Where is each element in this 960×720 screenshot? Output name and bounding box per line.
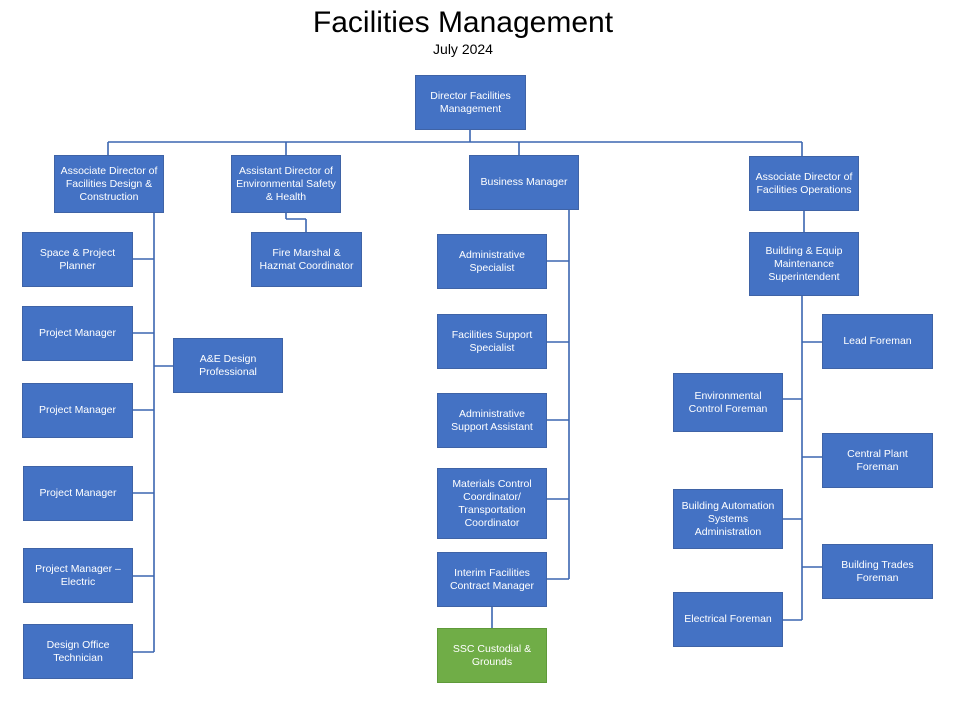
administrative-specialist-box: Administrative Specialist	[437, 234, 547, 289]
building-trades-foreman-box: Building Trades Foreman	[822, 544, 933, 599]
maintenance-superintendent-box: Building & Equip Maintenance Superintend…	[749, 232, 859, 296]
business-manager-box: Business Manager	[469, 155, 579, 210]
assoc-director-ops-box: Associate Director of Facilities Operati…	[749, 156, 859, 211]
building-automation-box: Building Automation Systems Administrati…	[673, 489, 783, 549]
assoc-director-design-box: Associate Director of Facilities Design …	[54, 155, 164, 213]
page-date: July 2024	[433, 41, 493, 57]
design-office-technician-box: Design Office Technician	[23, 624, 133, 679]
page-title: Facilities Management	[312, 6, 614, 39]
interim-contract-manager-box: Interim Facilities Contract Manager	[437, 552, 547, 607]
facilities-support-specialist-box: Facilities Support Specialist	[437, 314, 547, 369]
project-manager-box: Project Manager	[22, 383, 133, 438]
environmental-control-foreman-box: Environmental Control Foreman	[673, 373, 783, 432]
project-manager-box: Project Manager	[23, 466, 133, 521]
fire-marshal-box: Fire Marshal & Hazmat Coordinator	[251, 232, 362, 287]
director-box: Director Facilities Management	[415, 75, 526, 130]
lead-foreman-box: Lead Foreman	[822, 314, 933, 369]
central-plant-foreman-box: Central Plant Foreman	[822, 433, 933, 488]
project-manager-electric-box: Project Manager – Electric	[23, 548, 133, 603]
administrative-support-assistant-box: Administrative Support Assistant	[437, 393, 547, 448]
materials-control-coordinator-box: Materials Control Coordinator/ Transport…	[437, 468, 547, 539]
electrical-foreman-box: Electrical Foreman	[673, 592, 783, 647]
ae-design-professional-box: A&E Design Professional	[173, 338, 283, 393]
project-manager-box: Project Manager	[22, 306, 133, 361]
space-project-planner-box: Space & Project Planner	[22, 232, 133, 287]
ssc-custodial-grounds-box: SSC Custodial & Grounds	[437, 628, 547, 683]
asst-director-ehs-box: Assistant Director of Environmental Safe…	[231, 155, 341, 213]
